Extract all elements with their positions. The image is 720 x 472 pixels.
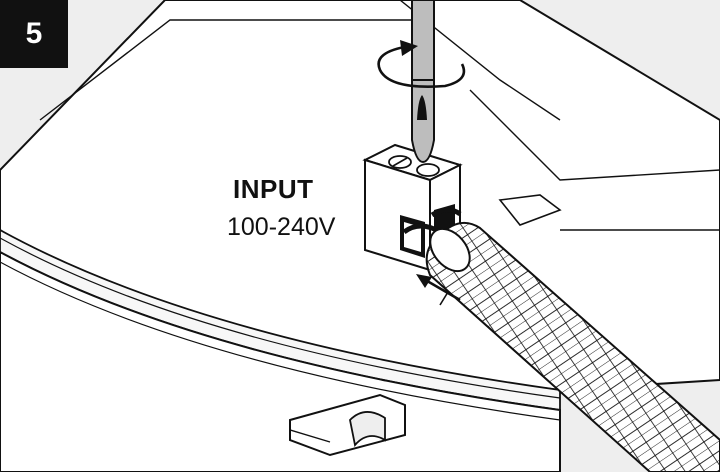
screwdriver-icon <box>411 0 435 164</box>
rotate-clockwise-icon <box>377 40 466 88</box>
power-cable-icon <box>425 221 720 472</box>
mounting-tab-icon <box>289 393 406 457</box>
terminal-label-voltage: 100-240V <box>227 213 336 241</box>
terminal-label-title: INPUT <box>233 174 314 204</box>
arrow-insert-icon <box>416 274 461 306</box>
step-number-badge: 5 <box>0 0 68 68</box>
